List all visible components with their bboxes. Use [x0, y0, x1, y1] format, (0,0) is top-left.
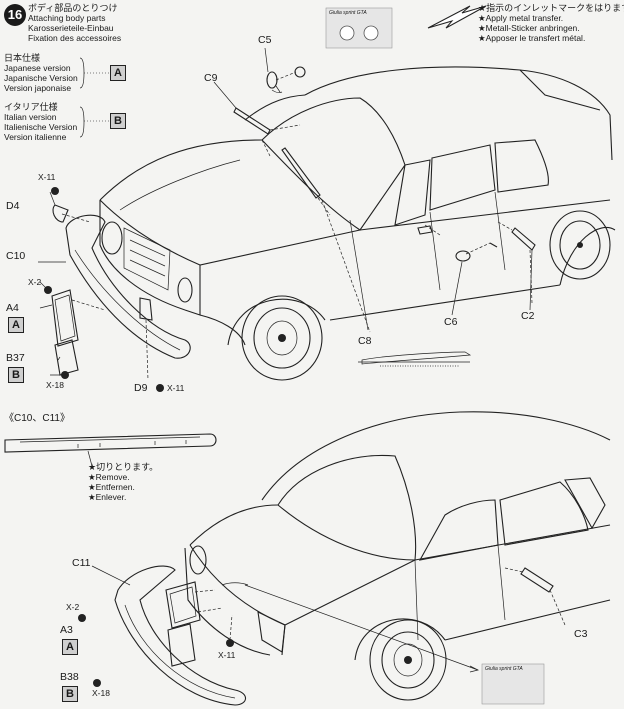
transfer-note-de: ★Metall-Sticker anbringen. — [478, 23, 580, 33]
transfer-note-en: ★Apply metal transfer. — [478, 13, 564, 23]
step-title-de: Karosserieteile-Einbau — [28, 23, 114, 33]
label-x11-top: X-11 — [38, 172, 56, 182]
label-d4: D4 — [6, 200, 20, 212]
transfer-logo-bottom: Giulia sprint GTA — [485, 666, 523, 672]
label-c3: C3 — [574, 628, 588, 640]
japanese-version-fr: Version japonaise — [4, 83, 72, 93]
transfer-sheet-top — [325, 7, 393, 49]
c8-wiper-detail — [358, 351, 472, 367]
label-c8: C8 — [358, 335, 372, 347]
label-d9: D9 — [134, 382, 148, 394]
label-c2: C2 — [521, 310, 535, 322]
transfer-note-jp: ★指示のインレットマークをはります。 — [478, 3, 624, 13]
label-c6: C6 — [444, 316, 458, 328]
brace-italian — [79, 106, 85, 138]
transfer-logo-top: Giulia sprint GTA — [329, 10, 367, 16]
label-b37: B37 — [6, 352, 25, 364]
label-c11: C11 — [72, 557, 91, 569]
japanese-version-en: Japanese version — [4, 63, 71, 73]
top-car-body — [65, 66, 616, 381]
cut-note-en: ★Remove. — [88, 472, 130, 482]
japanese-version-block: 日本仕様 Japanese version Japanische Version… — [4, 53, 78, 93]
cut-note: ★切りとります。 ★Remove. ★Entfernen. ★Enlever. — [88, 462, 158, 502]
italian-version-en: Italian version — [4, 112, 57, 122]
italian-version-block: イタリア仕様 Italian version Italienische Vers… — [4, 102, 77, 142]
cut-note-fr: ★Enlever. — [88, 492, 127, 502]
version-box-b37: B — [8, 367, 24, 383]
label-c10: C10 — [6, 250, 26, 262]
step-number-badge: 16 — [4, 4, 26, 26]
label-c9: C9 — [204, 72, 218, 84]
step-title-fr: Fixation des accessoires — [28, 33, 122, 43]
italian-version-jp: イタリア仕様 — [4, 102, 58, 112]
label-a4: A4 — [6, 302, 19, 314]
italian-version-de: Italienische Version — [4, 122, 78, 132]
bottom-car-parts — [78, 565, 566, 687]
step-title-jp: ボディ部品のとりつけ — [28, 3, 118, 13]
version-box-a: A — [110, 65, 126, 81]
label-x11-bottom: X-11 — [218, 650, 236, 660]
label-x11-d9: X-11 — [167, 383, 185, 393]
cut-note-jp: ★切りとります。 — [88, 462, 159, 472]
c10-c11-cut-detail — [4, 433, 217, 467]
version-box-a3: A — [62, 639, 78, 655]
label-x18-top: X-18 — [46, 380, 64, 390]
transfer-arrow-icon — [427, 5, 487, 29]
label-a3: A3 — [60, 624, 73, 636]
step-title-en: Attaching body parts — [28, 13, 106, 23]
italian-version-fr: Version italienne — [4, 132, 67, 142]
step-title-block: ボディ部品のとりつけ Attaching body parts Karosser… — [28, 3, 121, 43]
transfer-disc-left — [339, 25, 355, 41]
top-car-parts — [38, 47, 536, 392]
transfer-note-fr: ★Apposer le transfert métal. — [478, 33, 586, 43]
label-x18-bottom: X-18 — [92, 688, 110, 698]
label-x2-bottom: X-2 — [66, 602, 80, 612]
label-b38: B38 — [60, 671, 79, 683]
transfer-sheet-bottom — [481, 663, 545, 705]
japanese-version-jp: 日本仕様 — [4, 53, 41, 63]
version-box-a4: A — [8, 317, 24, 333]
bottom-car-body — [114, 411, 611, 706]
japanese-version-de: Japanische Version — [4, 73, 78, 83]
version-box-b38: B — [62, 686, 78, 702]
cut-note-title: 《C10、C11》 — [4, 413, 70, 424]
label-c5: C5 — [258, 34, 272, 46]
label-x2-top: X-2 — [28, 277, 42, 287]
cut-note-de: ★Entfernen. — [88, 482, 135, 492]
brace-japanese — [79, 57, 85, 89]
transfer-note: ★指示のインレットマークをはります。 ★Apply metal transfer… — [478, 3, 624, 43]
version-box-b: B — [110, 113, 126, 129]
transfer-disc-right — [363, 25, 379, 41]
